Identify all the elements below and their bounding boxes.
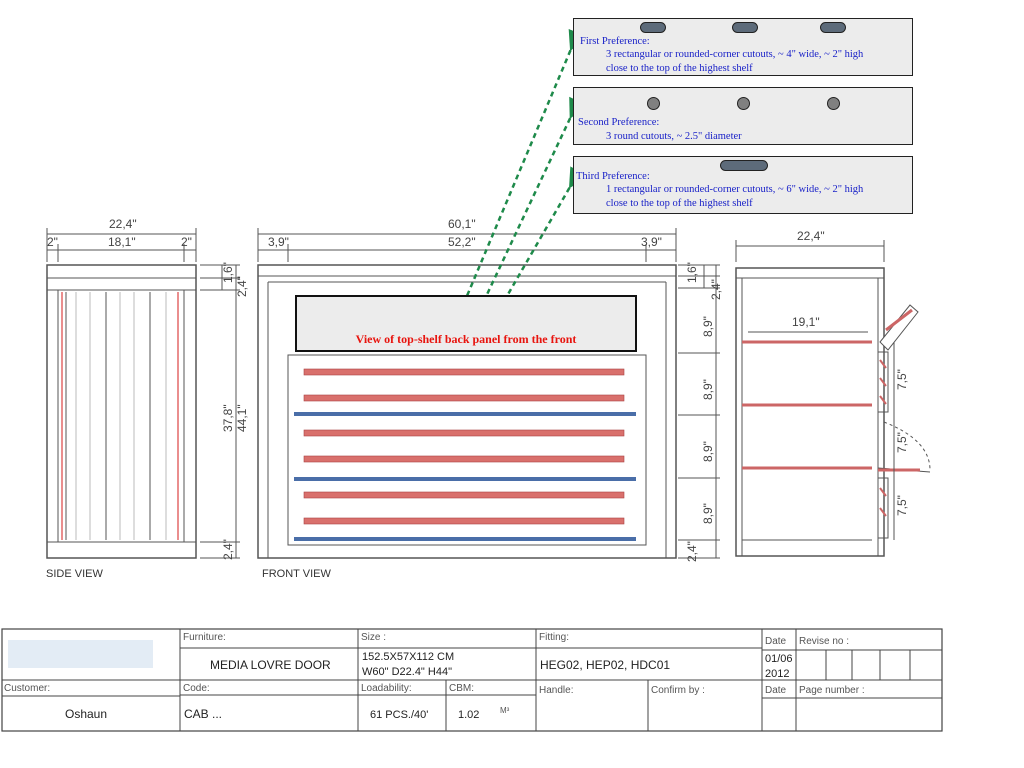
code-label: Code: [183,683,210,694]
date-label: Date [765,636,787,647]
dim-front-width: 60,1" [448,217,476,231]
dim-front-right: 3,9" [641,235,662,249]
first-preference-title: First Preference: [580,36,650,47]
front-view-label: FRONT VIEW [262,568,331,580]
size-label: Size : [361,632,387,643]
dim-front-89c: 8,9" [701,441,715,462]
dim-side-24b: 2,4" [221,539,235,560]
dim-front-89a: 8,9" [701,316,715,337]
dim-side-width: 22,4" [109,217,137,231]
date-label-2: Date [765,685,787,696]
dim-section-75b: 7,5" [895,432,909,453]
dim-front-89b: 8,9" [701,379,715,400]
second-preference-box: Second Preference: 3 round cutouts, ~ 2.… [573,87,913,145]
loadability-value: 61 PCS./40' [370,709,429,721]
date-value: 01/06 [765,653,793,665]
confirm-label: Confirm by : [651,685,705,696]
dim-side-24a: 2,4" [235,276,249,297]
size-line-2: W60" D22.4" H44" [362,666,452,678]
fitting-label: Fitting: [539,632,570,643]
round-cutout-icon [827,97,840,110]
dim-front-24a: 2,4" [709,279,723,300]
revise-label: Revise no : [799,636,850,647]
third-preference-line-1: 1 rectangular or rounded-corner cutouts,… [606,184,864,195]
rect-cutout-icon [640,22,666,33]
dim-front-24b: 2,4" [685,541,699,562]
code-value: CAB ... [184,707,223,721]
dim-side-mid: 18,1" [108,235,136,249]
dim-section-width: 22,4" [797,229,825,243]
dim-front-89d: 8,9" [701,503,715,524]
first-preference-line-2: close to the top of the highest shelf [606,63,753,74]
cbm-value: 1.02 [458,709,480,721]
dim-side-441: 44,1" [235,404,249,432]
section-view [735,240,931,557]
year-value: 2012 [765,668,790,680]
dim-front-left: 3,9" [268,235,289,249]
dim-side-right: 2" [181,235,192,249]
dim-front-16: 1,6" [685,262,699,283]
title-block-grid [1,628,943,732]
cbm-label: CBM: [449,683,474,694]
dim-front-mid: 52,2" [448,235,476,249]
rect-cutout-icon [732,22,758,33]
first-preference-box: First Preference: 3 rectangular or round… [573,18,913,76]
dim-section-75c: 7,5" [895,495,909,516]
third-preference-box: Third Preference: 1 rectangular or round… [573,156,913,214]
third-preference-line-2: close to the top of the highest shelf [606,198,753,209]
handle-label: Handle: [539,685,574,696]
cbm-unit: M³ [500,706,510,715]
loadability-label: Loadability: [361,683,412,694]
side-view [46,228,240,559]
dim-side-16: 1,6" [221,262,235,283]
fitting-value: HEG02, HEP02, HDC01 [540,658,671,672]
dim-side-378: 37,8" [221,404,235,432]
third-preference-title: Third Preference: [576,171,650,182]
customer-label: Customer: [4,683,51,694]
first-preference-line-1: 3 rectangular or rounded-corner cutouts,… [606,49,864,60]
louver-slats [294,368,636,541]
furniture-label: Furniture: [183,632,226,643]
dim-section-75a: 7,5" [895,369,909,390]
side-view-label: SIDE VIEW [46,568,103,580]
callout-text: View of top-shelf back panel from the fr… [355,332,577,346]
round-cutout-icon [737,97,750,110]
customer-value: Oshaun [65,707,108,721]
dim-shelf-width: 19,1" [792,315,820,329]
second-preference-title: Second Preference: [578,117,660,128]
top-shelf-callout: View of top-shelf back panel from the fr… [295,295,637,352]
wide-cutout-icon [720,160,768,171]
size-line-1: 152.5X57X112 CM [362,651,455,663]
rect-cutout-icon [820,22,846,33]
dim-side-left: 2" [47,235,58,249]
page-number-label: Page number : [799,685,865,696]
preference-arrows [450,28,588,332]
front-view [257,228,720,559]
round-cutout-icon [647,97,660,110]
second-preference-line-1: 3 round cutouts, ~ 2.5" diameter [606,131,742,142]
furniture-value: MEDIA LOVRE DOOR [210,658,331,672]
